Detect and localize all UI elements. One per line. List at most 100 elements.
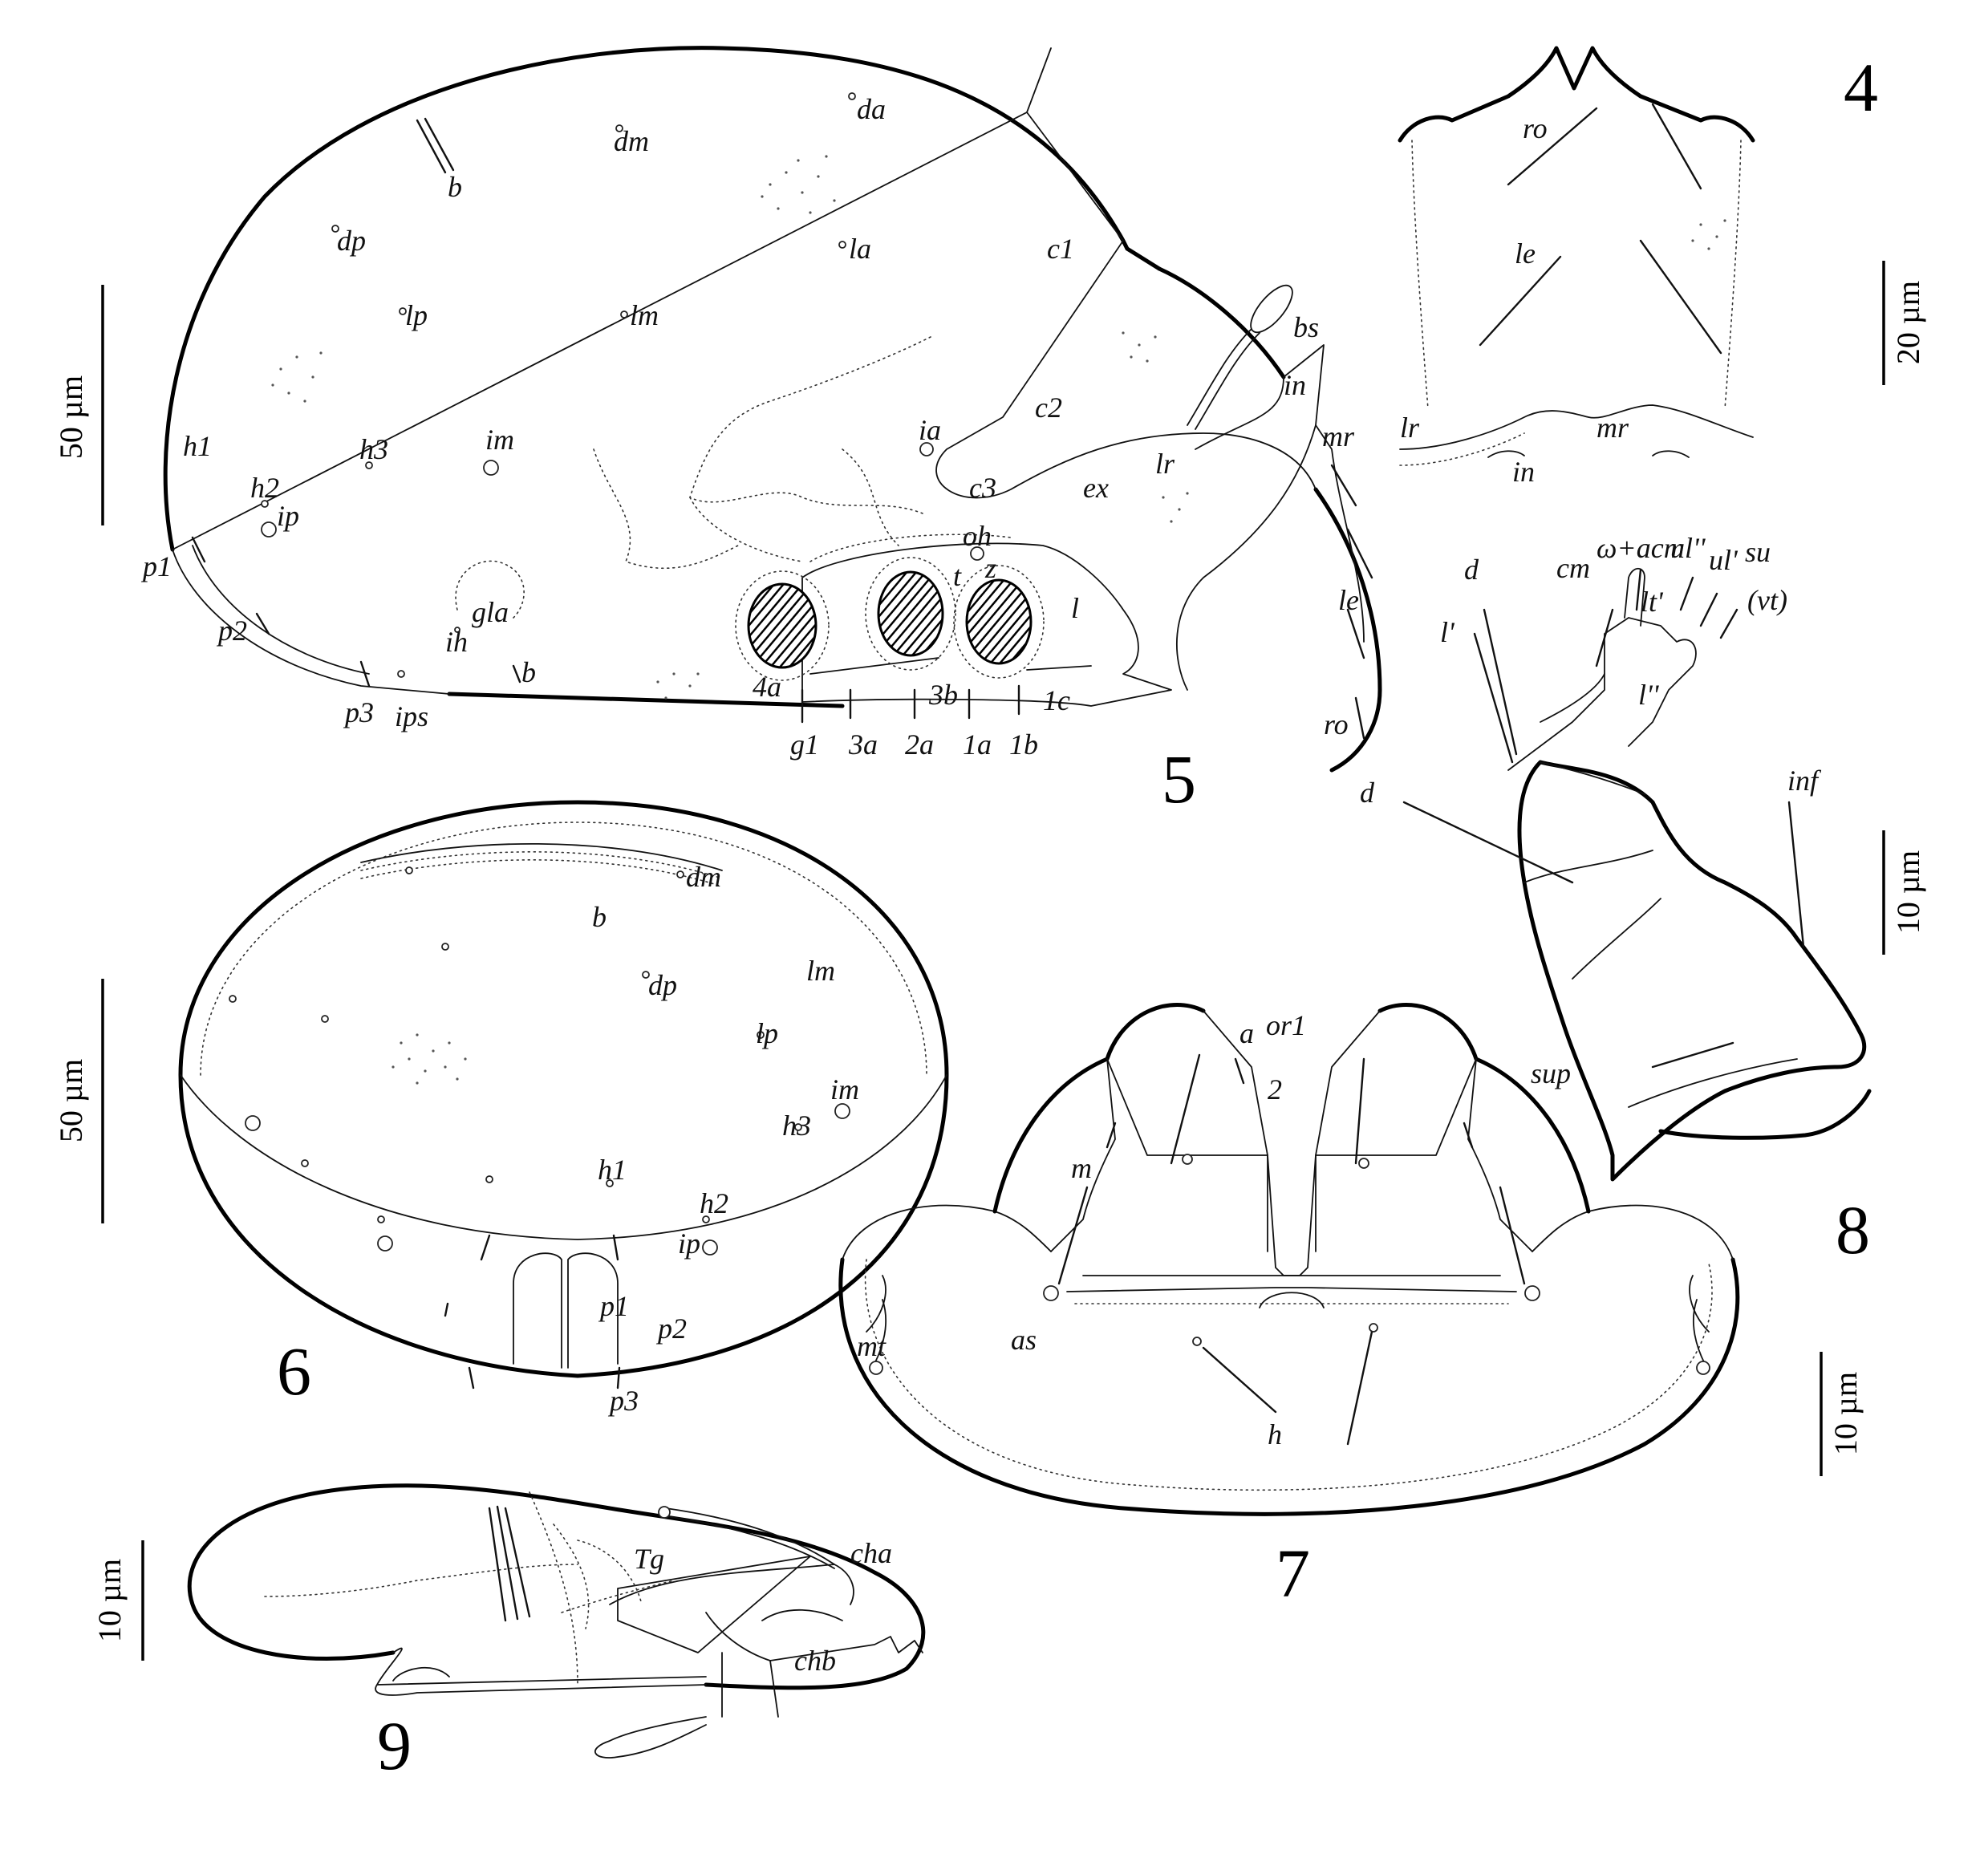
- label-ips: ips: [395, 700, 428, 732]
- label-h2: h2: [250, 472, 279, 504]
- label-ul-prime: ul': [1709, 544, 1738, 576]
- label-ip: ip: [678, 1227, 700, 1260]
- label-lt-prime: lt': [1641, 586, 1664, 618]
- acetabulum-2: [877, 570, 944, 657]
- label-h: h: [1268, 1418, 1282, 1450]
- label-le: le: [1338, 584, 1359, 616]
- label-oh: oh: [963, 520, 992, 552]
- acetabulum-3: [965, 578, 1033, 665]
- label-t: t: [953, 560, 962, 592]
- label-mr: mr: [1322, 420, 1355, 452]
- label-mt: mt: [857, 1330, 886, 1362]
- scale-label-fig9: 10 µm: [91, 1559, 128, 1642]
- acetabulum-1: [747, 582, 818, 669]
- label-l-prime: l': [1440, 616, 1455, 648]
- label-ex: ex: [1083, 472, 1109, 504]
- figure-8-appendage: ω+acm cm ul'' ul' su d lt' (vt) l' l'' d…: [1360, 532, 1926, 1268]
- label-1c: 1c: [1043, 684, 1070, 716]
- scale-label-fig6: 50 µm: [53, 1059, 89, 1142]
- figure-number-4: 4: [1844, 49, 1878, 126]
- label-c3: c3: [969, 472, 996, 504]
- figure-6-dorsal-view: dm b dp lm lp im h3 h1 h2 ip p1 p2 p3 6 …: [53, 800, 949, 1417]
- label-ip: ip: [277, 500, 299, 532]
- label-c2: c2: [1035, 391, 1062, 424]
- label-1b: 1b: [1009, 728, 1038, 761]
- punctation-patches: [271, 155, 1189, 700]
- label-2: 2: [1268, 1073, 1282, 1106]
- label-d-upper: d: [1464, 554, 1479, 586]
- label-vt: (vt): [1747, 584, 1787, 616]
- label-gla: gla: [472, 596, 509, 628]
- label-p3: p3: [343, 696, 374, 728]
- label-dp: dp: [337, 225, 366, 257]
- label-ih: ih: [445, 626, 468, 658]
- label-h3: h3: [782, 1110, 811, 1142]
- label-su: su: [1745, 536, 1771, 568]
- label-h1: h1: [598, 1154, 627, 1186]
- label-p1: p1: [140, 550, 172, 582]
- label-da: da: [857, 93, 886, 125]
- label-chb: chb: [794, 1645, 836, 1677]
- label-c1: c1: [1047, 233, 1074, 265]
- figure-4-prodorsum: ro le lr mr in 4 20 µm: [1398, 46, 1926, 488]
- label-in: in: [1512, 456, 1535, 488]
- figure-number-5: 5: [1162, 740, 1196, 817]
- scale-label-fig5: 50 µm: [53, 375, 89, 459]
- label-2a: 2a: [905, 728, 934, 761]
- label-mr: mr: [1596, 412, 1629, 444]
- label-lr: lr: [1400, 412, 1420, 444]
- label-sup: sup: [1531, 1057, 1571, 1089]
- label-as: as: [1011, 1324, 1037, 1356]
- label-lm: lm: [806, 955, 835, 987]
- figure-number-7: 7: [1276, 1535, 1310, 1612]
- label-im: im: [485, 424, 514, 456]
- label-cm: cm: [1556, 552, 1590, 584]
- label-g1: g1: [790, 728, 819, 761]
- label-d-lower: d: [1360, 777, 1375, 809]
- label-cha: cha: [850, 1537, 892, 1569]
- label-h3: h3: [359, 433, 388, 465]
- label-dm: dm: [614, 125, 649, 157]
- label-in: in: [1284, 369, 1306, 401]
- label-or1: or1: [1266, 1009, 1306, 1041]
- label-b: b: [592, 901, 607, 933]
- scale-label-fig8: 10 µm: [1890, 850, 1926, 934]
- scale-label-fig4: 20 µm: [1890, 281, 1926, 364]
- label-4a: 4a: [753, 671, 781, 703]
- label-le: le: [1515, 237, 1536, 270]
- label-3b: 3b: [928, 679, 958, 711]
- label-a: a: [1239, 1017, 1254, 1049]
- label-p2: p2: [216, 615, 247, 647]
- label-l: l: [1071, 592, 1079, 624]
- figure-number-6: 6: [277, 1333, 311, 1410]
- label-Tg: Tg: [634, 1543, 664, 1575]
- figure-number-9: 9: [377, 1707, 412, 1784]
- label-lp: lp: [756, 1017, 778, 1049]
- figure-7-subcapitulum: a or1 2 m as mt h 7 10 µm: [838, 1003, 1864, 1612]
- label-im: im: [830, 1073, 859, 1106]
- label-omega-acm: ω+acm: [1596, 532, 1685, 564]
- label-p1: p1: [598, 1290, 629, 1322]
- label-dp: dp: [648, 969, 677, 1001]
- label-p3: p3: [607, 1385, 639, 1417]
- label-1a: 1a: [963, 728, 992, 761]
- label-lr: lr: [1155, 448, 1175, 480]
- label-b-ventral: b: [521, 656, 536, 688]
- label-p2: p2: [655, 1312, 687, 1345]
- label-h2: h2: [700, 1187, 728, 1219]
- label-la: la: [849, 233, 871, 265]
- scale-label-fig7: 10 µm: [1828, 1372, 1864, 1455]
- label-z: z: [984, 552, 996, 584]
- label-ia: ia: [919, 414, 941, 446]
- label-ro: ro: [1523, 112, 1548, 144]
- figure-9-chelicera: cha Tg chb 9 10 µm: [91, 1483, 926, 1784]
- label-b: b: [448, 171, 462, 203]
- label-h1: h1: [183, 430, 212, 462]
- label-lm: lm: [630, 299, 659, 331]
- figure-5-lateral-view: da dm b dp la c1 lp lm bs in c2 mr ia lr…: [53, 46, 1382, 817]
- label-l-double-prime: l'': [1638, 679, 1660, 711]
- label-dm: dm: [686, 861, 721, 893]
- label-bs: bs: [1293, 311, 1319, 343]
- label-inf: inf: [1787, 765, 1822, 797]
